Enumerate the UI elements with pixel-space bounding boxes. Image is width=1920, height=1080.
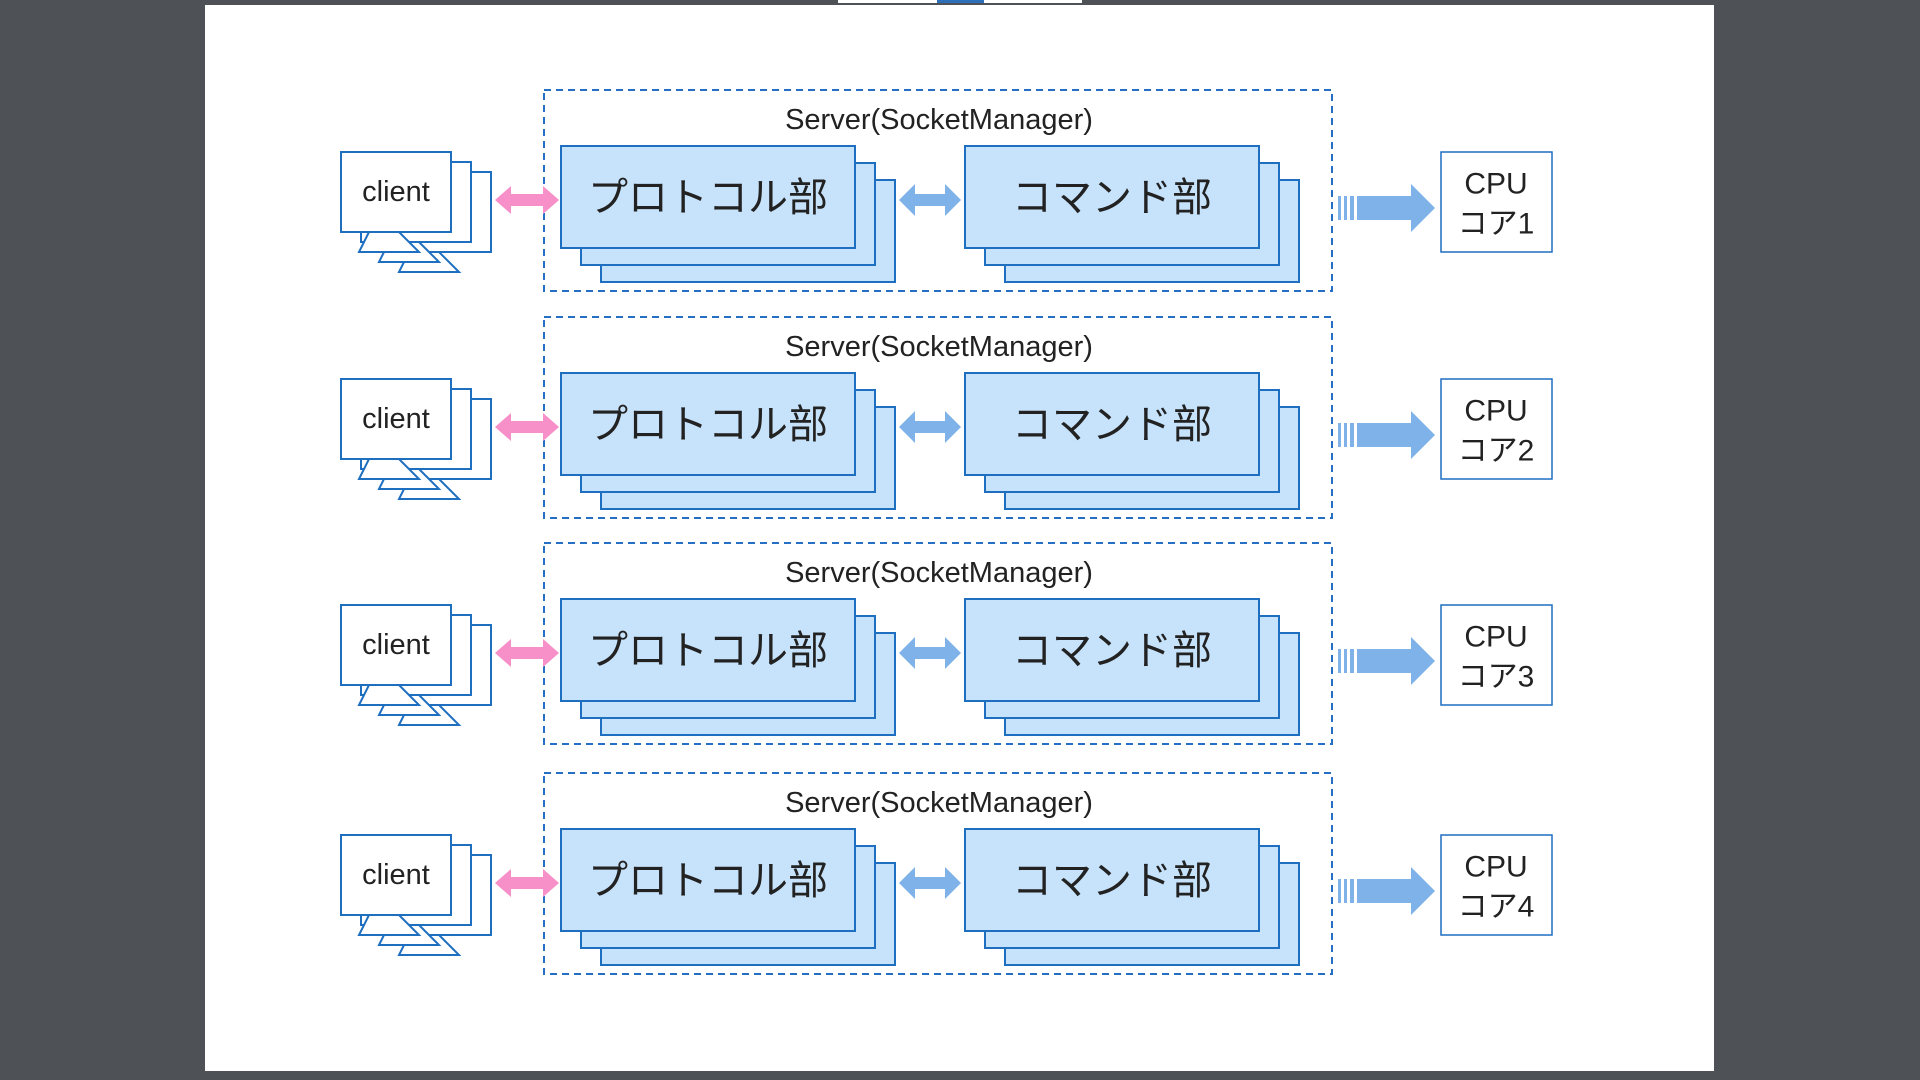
command-label: コマンド部 [1012,859,1212,903]
protocol-command-arrow [899,867,961,899]
client-stack: client [340,151,492,273]
client-protocol-arrow [495,413,559,441]
server-label: Server(SocketManager) [785,787,1093,819]
client-stand [357,914,422,936]
client-stack: client [340,834,492,956]
protocol-label: プロトコル部 [588,403,828,447]
cpu-arrow-head [1357,184,1435,232]
cpu-label: CPU [1464,851,1527,884]
protocol-box [560,145,856,249]
cpu-core-label: コア3 [1458,661,1535,694]
command-stack: コマンド部 [964,598,1300,736]
command-label: コマンド部 [1012,403,1212,447]
client-stand [357,458,422,480]
server-label: Server(SocketManager) [785,557,1093,589]
cpu-arrow-stripe [1338,879,1341,903]
protocol-stack: プロトコル部 [560,828,896,966]
cpu-arrow [1338,637,1435,685]
client-label: client [362,403,430,435]
server-row: Server(SocketManager) client プロトコル部 コマンド部 CP… [340,772,1553,975]
command-stack: コマンド部 [964,828,1300,966]
client-protocol-arrow [495,186,559,214]
cpu-arrow-stripe [1344,879,1347,903]
cpu-box-frame [1440,834,1553,936]
cpu-box: CPU コア1 [1440,151,1553,253]
client-screen [340,151,452,233]
protocol-label: プロトコル部 [588,859,828,903]
cpu-label: CPU [1464,395,1527,428]
protocol-box [560,828,856,932]
protocol-box [560,598,856,702]
protocol-command-arrow [899,411,961,443]
cpu-arrow-stripe [1350,196,1354,220]
client-label: client [362,859,430,891]
command-label: コマンド部 [1012,176,1212,220]
cpu-arrow-stripe [1338,196,1341,220]
protocol-label: プロトコル部 [588,176,828,220]
cpu-arrow-stripe [1344,196,1347,220]
cpu-label: CPU [1464,621,1527,654]
client-stand [357,684,422,706]
cpu-arrow-head [1357,637,1435,685]
client-protocol-arrow [495,639,559,667]
client-screen [340,834,452,916]
protocol-stack: プロトコル部 [560,145,896,283]
server-label: Server(SocketManager) [785,104,1093,136]
command-box [964,372,1260,476]
command-label: コマンド部 [1012,629,1212,673]
cpu-box-frame [1440,378,1553,480]
cpu-arrow-stripe [1350,879,1354,903]
command-stack: コマンド部 [964,372,1300,510]
server-row: Server(SocketManager) client プロトコル部 コマンド部 CP… [340,542,1553,745]
cpu-arrow-stripe [1350,423,1354,447]
cpu-arrow-stripe [1338,649,1341,673]
cpu-core-label: コア4 [1458,891,1535,924]
cpu-arrow [1338,184,1435,232]
client-label: client [362,629,430,661]
protocol-box [560,372,856,476]
cpu-core-label: コア1 [1458,208,1535,241]
command-box [964,828,1260,932]
command-stack: コマンド部 [964,145,1300,283]
client-screen [340,604,452,686]
client-protocol-arrow [495,869,559,897]
cpu-arrow-stripe [1344,423,1347,447]
client-stack: client [340,378,492,500]
cpu-label: CPU [1464,168,1527,201]
cpu-arrow [1338,867,1435,915]
cpu-box: CPU コア4 [1440,834,1553,936]
server-row: Server(SocketManager) client プロトコル部 コマンド部 CP… [340,89,1553,292]
protocol-command-arrow [899,184,961,216]
client-stand [357,231,422,253]
protocol-label: プロトコル部 [588,629,828,673]
server-label: Server(SocketManager) [785,331,1093,363]
server-row: Server(SocketManager) client プロトコル部 コマンド部 CP… [340,316,1553,519]
cpu-box: CPU コア3 [1440,604,1553,706]
page-tab-active[interactable] [937,0,984,3]
cpu-box-frame [1440,604,1553,706]
client-stack: client [340,604,492,726]
command-box [964,598,1260,702]
protocol-stack: プロトコル部 [560,598,896,736]
cpu-arrow [1338,411,1435,459]
cpu-arrow-stripe [1338,423,1341,447]
protocol-command-arrow [899,637,961,669]
cpu-core-label: コア2 [1458,435,1535,468]
client-screen [340,378,452,460]
command-box [964,145,1260,249]
protocol-stack: プロトコル部 [560,372,896,510]
cpu-box-frame [1440,151,1553,253]
client-label: client [362,176,430,208]
cpu-arrow-stripe [1350,649,1354,673]
cpu-arrow-stripe [1344,649,1347,673]
cpu-box: CPU コア2 [1440,378,1553,480]
cpu-arrow-head [1357,411,1435,459]
cpu-arrow-head [1357,867,1435,915]
